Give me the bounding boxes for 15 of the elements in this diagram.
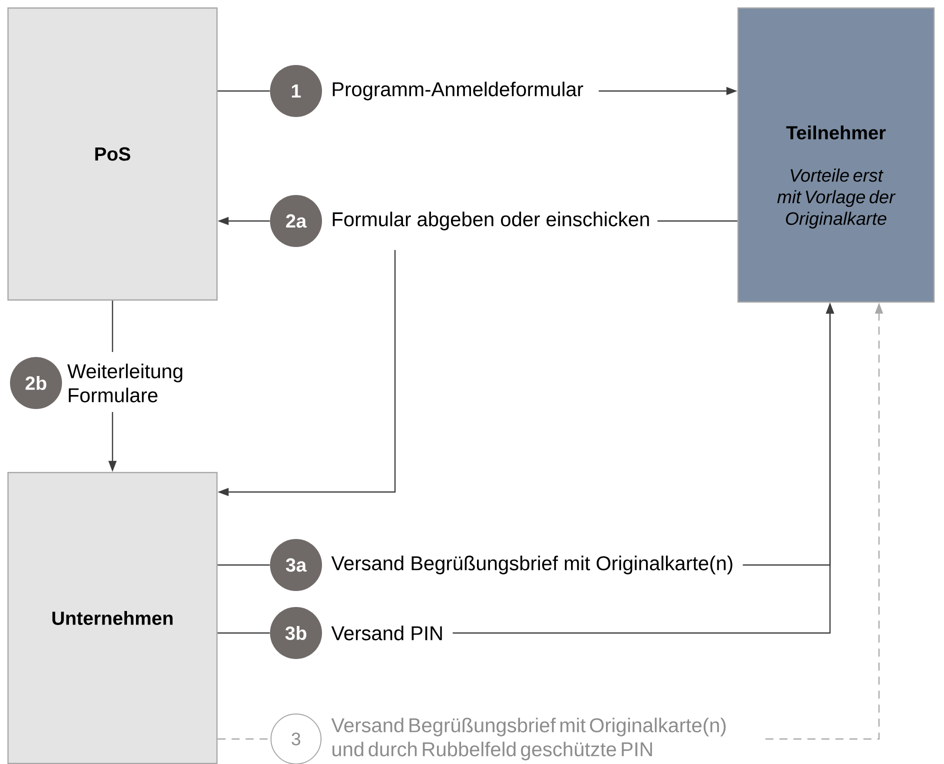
process-box: PoS <box>7 7 218 301</box>
step-text: Versand PIN <box>331 626 442 640</box>
step-number: 2a <box>270 195 322 247</box>
step-text: Programm-Anmeldeformular <box>332 82 584 100</box>
step-text: Versand Begrüßungsbrief mit Originalkarte(n) <box>331 556 732 574</box>
step-number: 3b <box>270 607 322 659</box>
step-text: Weiterleitung Formulare <box>67 364 182 402</box>
process-box: Unternehmen <box>7 472 218 764</box>
step-text: Formular abgeben oder einschicken <box>332 212 649 230</box>
process-box: Teilnehmer Vorteile erst mit Vorlage der Originalkarte <box>737 7 935 303</box>
step-number: 3 <box>270 714 322 764</box>
step-number: 1 <box>270 65 322 117</box>
step-number: 2b <box>10 357 62 409</box>
step-text: Versand Begrüßungsbrief mit Originalkarte(n) und durch Rubbelfeld geschützte PIN <box>331 718 726 760</box>
step-number: 3a <box>270 539 322 591</box>
